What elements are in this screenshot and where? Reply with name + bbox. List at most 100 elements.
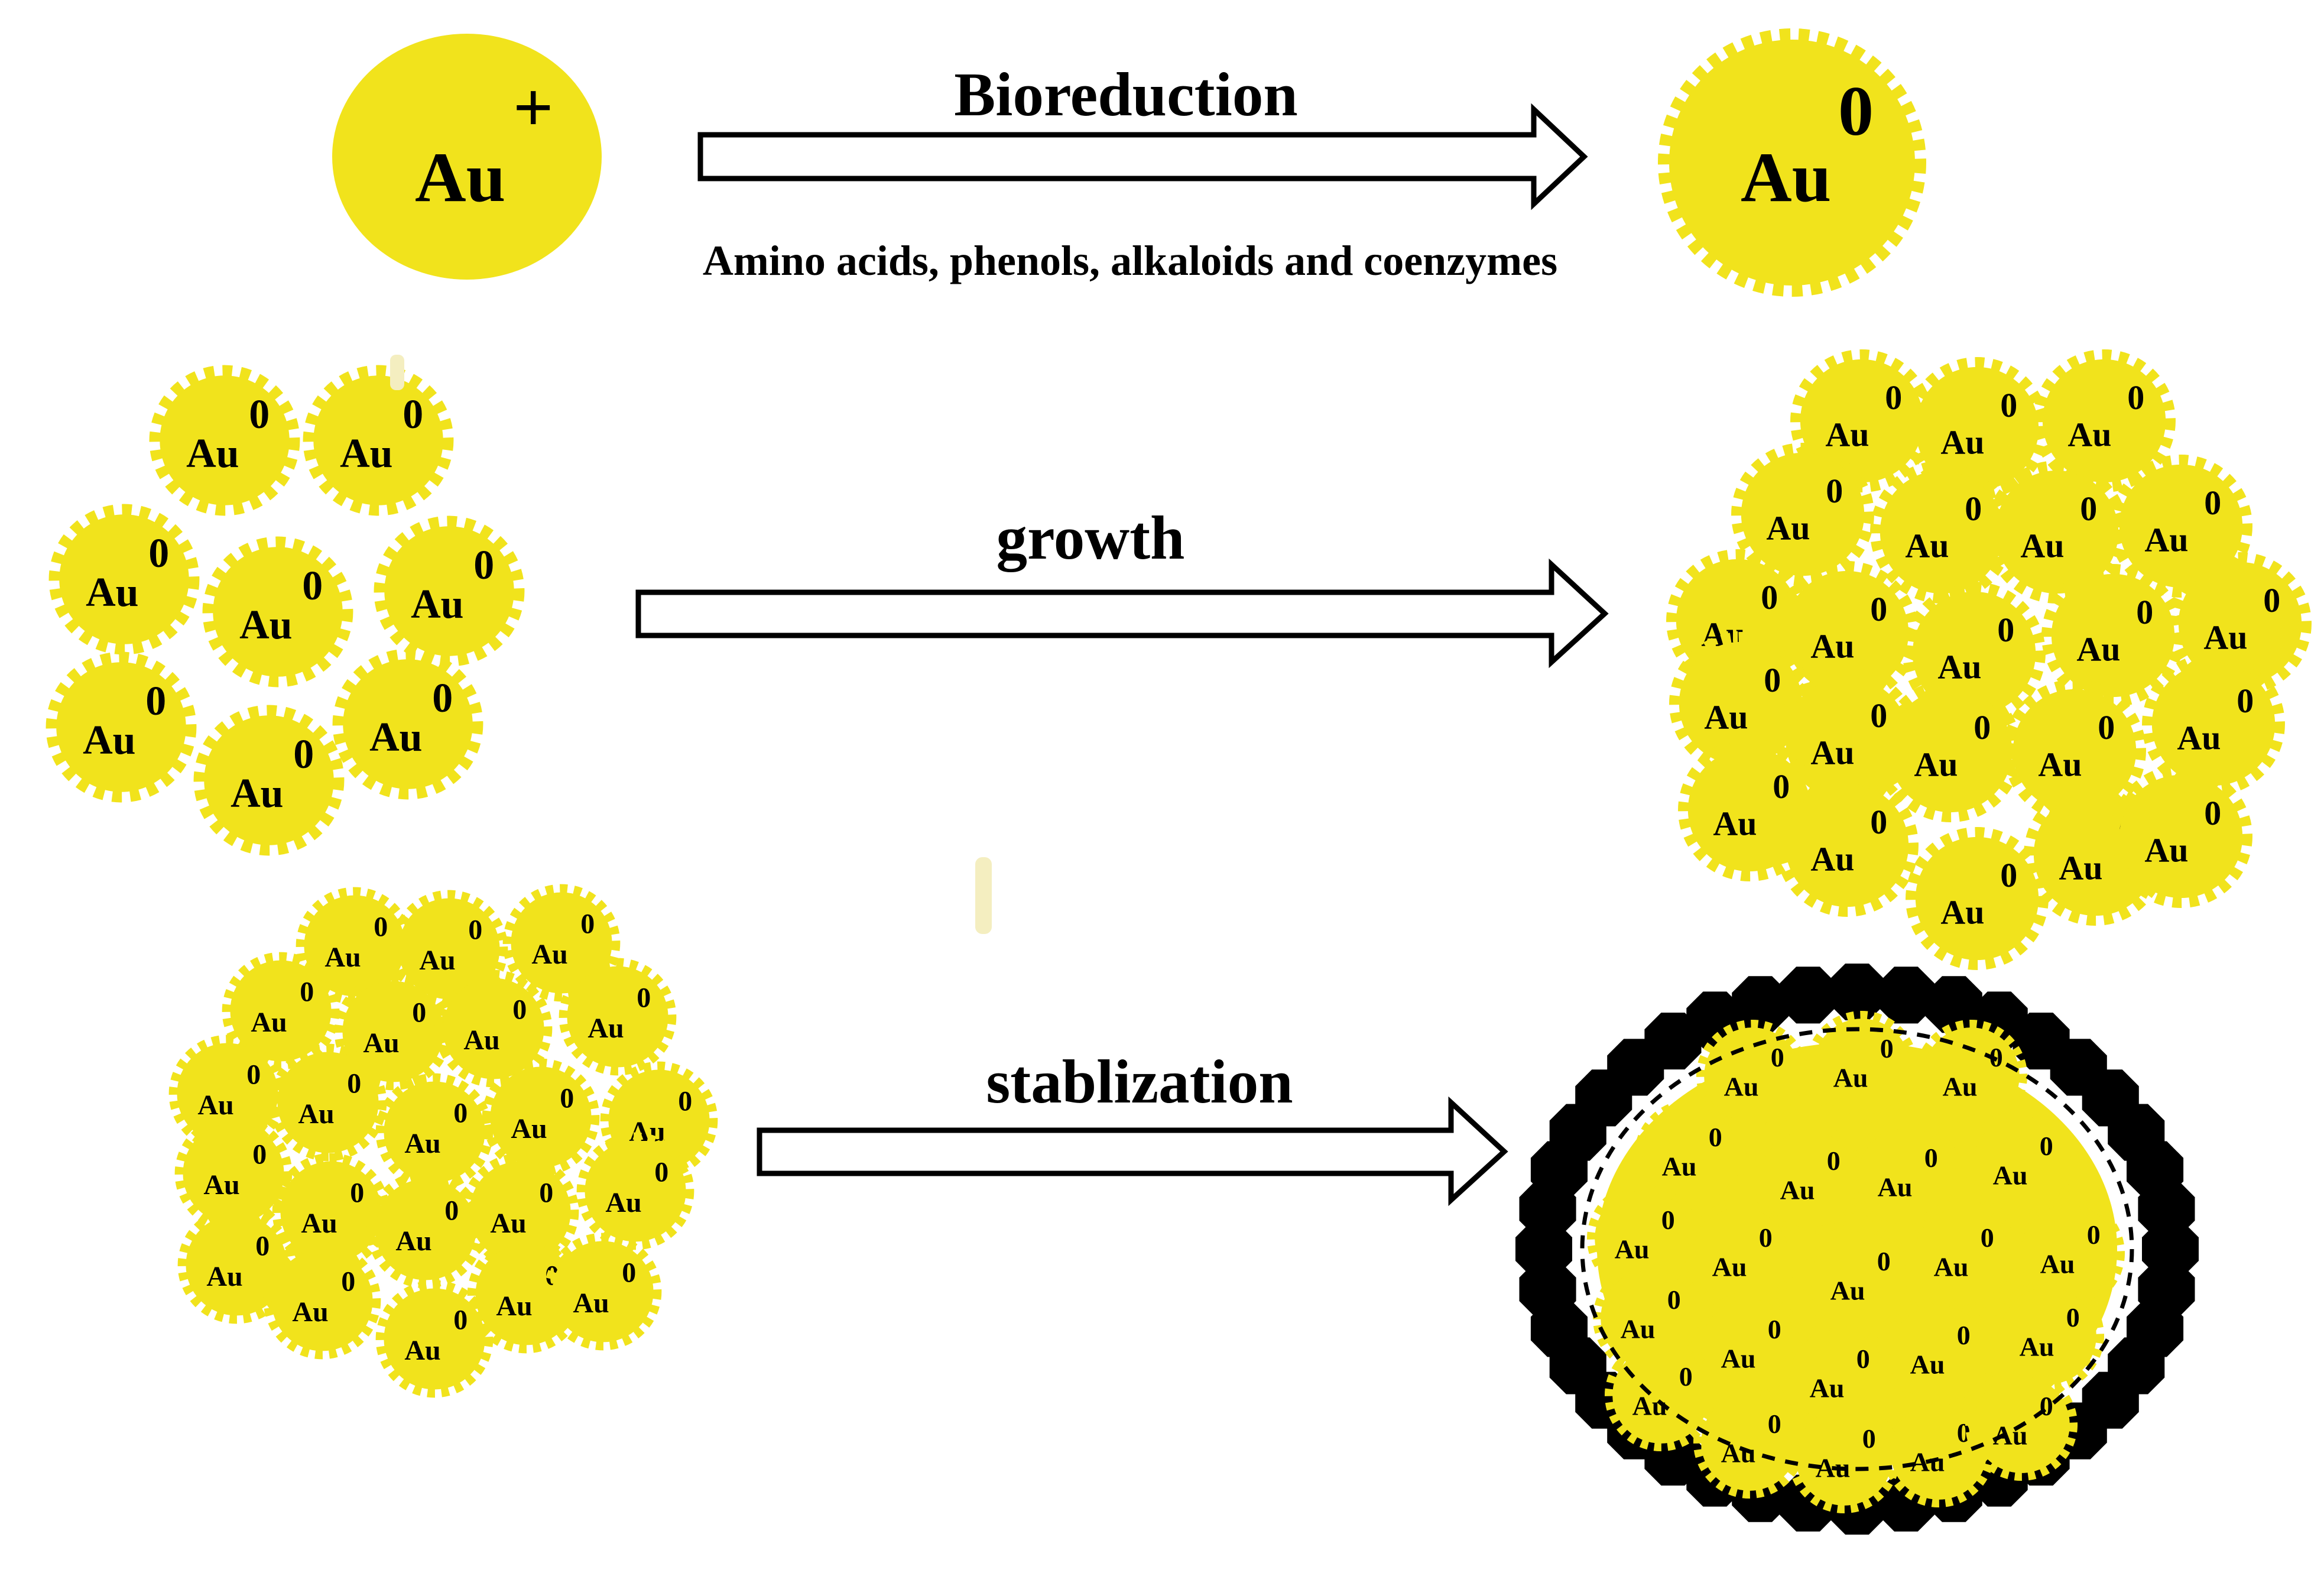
- atom-charge-label: 0: [2066, 1302, 2080, 1332]
- stabilization-arrow: [757, 1096, 1508, 1207]
- atom-charge-label: 0: [1709, 1122, 1722, 1152]
- gold-atom: Au0: [461, 1153, 579, 1271]
- atom-symbol-label: Au: [2020, 527, 2064, 565]
- atom-symbol-label: Au: [197, 1089, 233, 1121]
- atom-symbol-label: Au: [1878, 1172, 1913, 1202]
- atom-charge-label: 0: [2080, 489, 2097, 528]
- atom-symbol-label: Au: [2203, 618, 2247, 657]
- atom-charge-label: 0: [300, 976, 314, 1007]
- atom-charge-label: 0: [453, 1304, 468, 1335]
- gold-atom: Au0: [1693, 1386, 1806, 1499]
- growth-arrow: [635, 558, 1609, 669]
- gold-atom: Au0: [2109, 765, 2252, 908]
- capping-agent: [1780, 967, 1837, 1024]
- gold-atom: Au0: [1787, 1400, 1901, 1514]
- atom-symbol-label: Au: [2144, 831, 2188, 870]
- atom-symbol-label: Au: [395, 1225, 431, 1257]
- atom-charge-label: 0: [1667, 1285, 1681, 1315]
- faint-specks: [390, 355, 992, 934]
- atom-charge-label: 0: [2263, 581, 2280, 620]
- atom-charge-label: 0: [432, 676, 453, 721]
- atom-symbol-label: Au: [340, 431, 392, 476]
- atom-symbol-label: Au: [1940, 893, 1984, 932]
- atom-charge-label: 0: [622, 1257, 636, 1288]
- atom-symbol-label: Au: [588, 1013, 624, 1044]
- atom-symbol-label: Au: [2059, 849, 2102, 887]
- atom-charge-label: 0: [2136, 593, 2153, 631]
- atom-charge-label: 0: [2237, 682, 2254, 720]
- gold-atom: Au 0: [1882, 1297, 1995, 1410]
- gold-atom: Au 0: [1991, 1279, 2105, 1393]
- atom-symbol-label: Au: [203, 1169, 239, 1201]
- atom-charge-label: 0: [1764, 661, 1781, 699]
- gold-atom: Au0: [177, 1206, 296, 1324]
- atom-charge-label: 0: [444, 1195, 459, 1226]
- atom-charge-label: 0: [1981, 1222, 1994, 1253]
- gold-atom: Au0: [303, 365, 454, 516]
- atom-charge-label: 0: [2040, 1391, 2053, 1421]
- gold-atom: Au0: [375, 1280, 494, 1398]
- gold-ion: Au +: [332, 34, 602, 280]
- atom-charge-label: 0: [1965, 489, 1982, 528]
- atom-charge-label: 0: [539, 1177, 553, 1208]
- capping-agent: [1829, 964, 1885, 1020]
- gold-atom: Au0: [193, 705, 345, 856]
- atom-symbol-label: Au: [186, 431, 239, 476]
- atom-charge-label: 0: [580, 908, 595, 939]
- gold-atom: Au0: [374, 515, 525, 667]
- atom-symbol-label: Au: [1810, 734, 1854, 772]
- atom-charge-label: 0: [2000, 386, 2017, 424]
- atom-charge-label: 0: [2000, 856, 2017, 894]
- gold-atom-large-cluster: Au0Au0Au0Au0Au0Au0Au0Au0Au0Au0Au0Au0Au0A…: [1666, 349, 2312, 970]
- atom-charge-label: 0: [293, 732, 314, 777]
- atom-charge-label: 0: [2040, 1131, 2053, 1161]
- atom-symbol-label: Au: [404, 1128, 440, 1159]
- atom-charge-label: 0: [453, 1097, 468, 1128]
- capping-agent: [2138, 1180, 2195, 1237]
- atom-charge-label: 0: [1773, 767, 1790, 806]
- atom-charge-label: 0: [148, 531, 169, 576]
- atom-charge-label: 0: [145, 679, 166, 724]
- atom-charge-label: 0: [1771, 1042, 1784, 1072]
- atom-symbol-label: Au: [1910, 1349, 1945, 1379]
- gold-atom: Au0: [1684, 1199, 1797, 1313]
- atom-charge-label: 0: [341, 1266, 355, 1297]
- atom-charge-label: 0: [678, 1085, 692, 1117]
- atom-charge-label: 0: [403, 392, 423, 437]
- ion-symbol: Au: [415, 138, 505, 216]
- atom-charge-label: 0: [1877, 1246, 1891, 1276]
- atom-charge-label: 0: [1974, 708, 1991, 747]
- atom-symbol-label: Au: [1724, 1071, 1759, 1101]
- atom-symbol-label: Au: [1905, 527, 1949, 565]
- atom-charge-label: 0: [252, 1139, 267, 1170]
- atom-symbol-label: Au: [419, 945, 455, 976]
- atom-charge-label: 0: [1957, 1320, 1971, 1350]
- atom-charge-label: 0: [1924, 1143, 1938, 1173]
- atom-charge-label: 0: [246, 1059, 261, 1090]
- gold-atom: Au0: [2012, 1196, 2125, 1310]
- atom-charge-label: 0: [637, 982, 651, 1013]
- gold-atom: Au0: [263, 1241, 381, 1360]
- atom-charge-label: 0: [1870, 590, 1887, 628]
- gold-atom: Au 0: [559, 958, 677, 1076]
- atom-symbol-label: Au: [239, 602, 292, 648]
- gold-atom: Au 0: [174, 1114, 293, 1233]
- atom-charge: 0: [1838, 72, 1874, 150]
- capping-shell-dashes: [1580, 1027, 2134, 1471]
- atom-charge-label: 0: [1885, 378, 1902, 417]
- atom-symbol-label: Au: [2020, 1331, 2054, 1361]
- ion-charge: +: [513, 68, 553, 147]
- gold-atom: Au0: [222, 952, 340, 1070]
- atom-symbol-label: Au: [2067, 416, 2111, 454]
- atom-charge-label: 0: [2127, 378, 2144, 417]
- gold-atom: Au0: [149, 365, 300, 516]
- atom-symbol-label: Au: [1940, 423, 1984, 462]
- atom-charge-label: 0: [1679, 1361, 1693, 1392]
- gold-atom: Au0: [1604, 1338, 1718, 1452]
- atom-symbol-label: Au: [1943, 1071, 1978, 1101]
- atom-symbol-label: Au: [1833, 1062, 1868, 1092]
- atom-symbol-label: Au: [2177, 719, 2221, 757]
